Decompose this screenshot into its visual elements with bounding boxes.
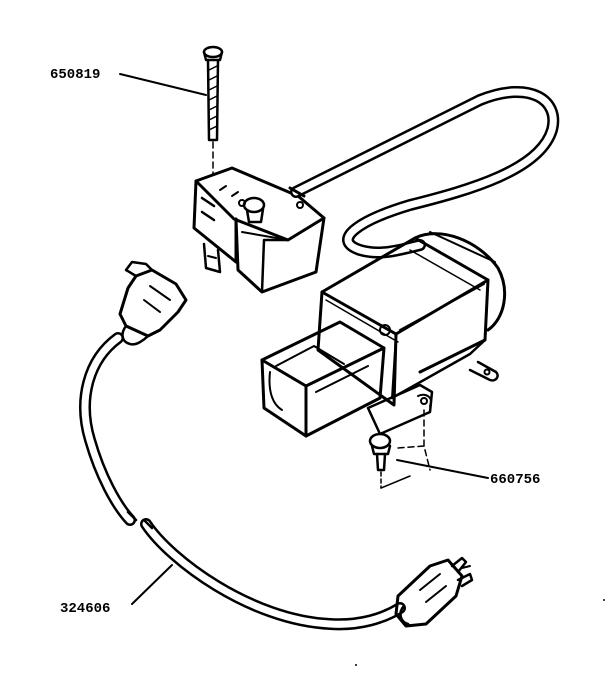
screw-bottom xyxy=(368,432,411,489)
leader-line-screw-bottom xyxy=(396,459,489,479)
starter-motor xyxy=(260,231,507,471)
screw-top xyxy=(202,45,224,176)
leader-line-cord xyxy=(131,564,173,605)
label-cord: 324606 xyxy=(60,564,173,617)
switch-box xyxy=(192,166,326,294)
speck xyxy=(355,664,357,666)
internal-cable xyxy=(288,85,560,259)
part-number-screw-top: 650819 xyxy=(50,67,100,83)
part-number-screw-bottom: 660756 xyxy=(490,472,540,488)
part-number-cord: 324606 xyxy=(60,601,110,617)
extension-cord xyxy=(79,260,474,631)
label-screw-bottom: 660756 xyxy=(396,459,540,488)
label-screw-top: 650819 xyxy=(50,67,207,96)
speck xyxy=(603,599,605,601)
leader-line-screw-top xyxy=(119,73,207,96)
